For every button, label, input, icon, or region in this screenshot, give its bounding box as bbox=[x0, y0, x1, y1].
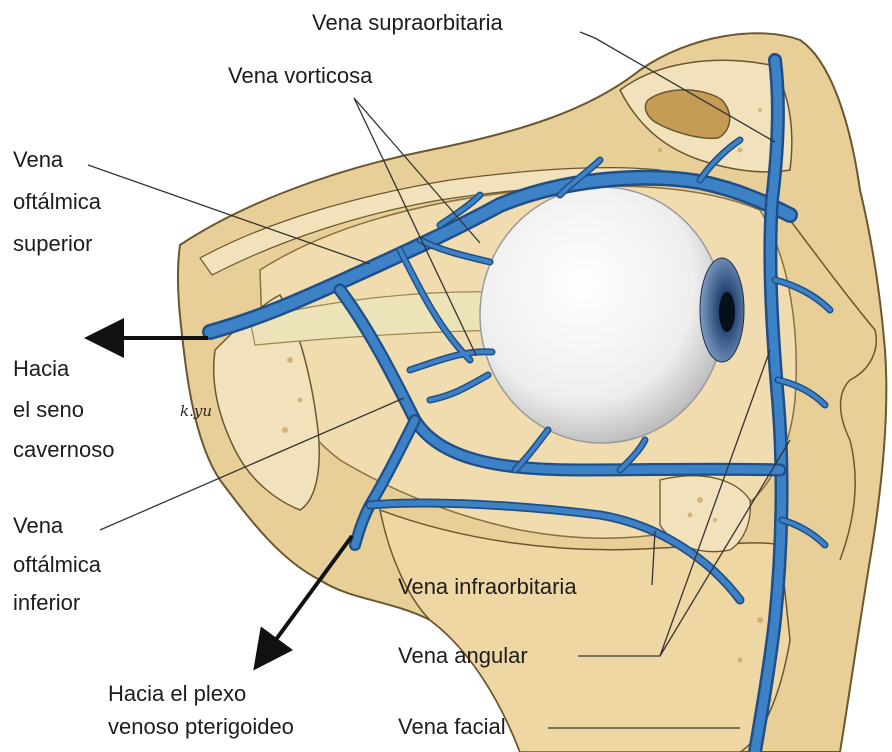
label-hacia-seno-3: cavernoso bbox=[13, 436, 115, 463]
artist-signature: k.yu bbox=[180, 402, 212, 420]
label-vena-oftalmica-inferior-1: Vena bbox=[13, 512, 63, 539]
label-vena-infraorbitaria: Vena infraorbitaria bbox=[398, 573, 577, 600]
label-vena-oftalmica-inferior-2: oftálmica bbox=[13, 551, 101, 578]
label-vena-facial: Vena facial bbox=[398, 713, 506, 740]
pupil bbox=[719, 292, 735, 332]
label-vena-vorticosa: Vena vorticosa bbox=[228, 62, 372, 89]
label-vena-oftalmica-superior-3: superior bbox=[13, 230, 92, 257]
label-hacia-plexo-1: Hacia el plexo bbox=[108, 680, 246, 707]
label-hacia-plexo-2: venoso pterigoideo bbox=[108, 713, 294, 740]
label-hacia-seno-2: el seno bbox=[13, 396, 84, 423]
label-vena-oftalmica-inferior-3: inferior bbox=[13, 589, 80, 616]
label-vena-oftalmica-superior-1: Vena bbox=[13, 146, 63, 173]
label-vena-supraorbitaria: Vena supraorbitaria bbox=[312, 9, 503, 36]
label-vena-oftalmica-superior-2: oftálmica bbox=[13, 188, 101, 215]
label-hacia-seno-1: Hacia bbox=[13, 355, 69, 382]
eyeball-globe bbox=[480, 187, 724, 443]
label-vena-angular: Vena angular bbox=[398, 642, 528, 669]
